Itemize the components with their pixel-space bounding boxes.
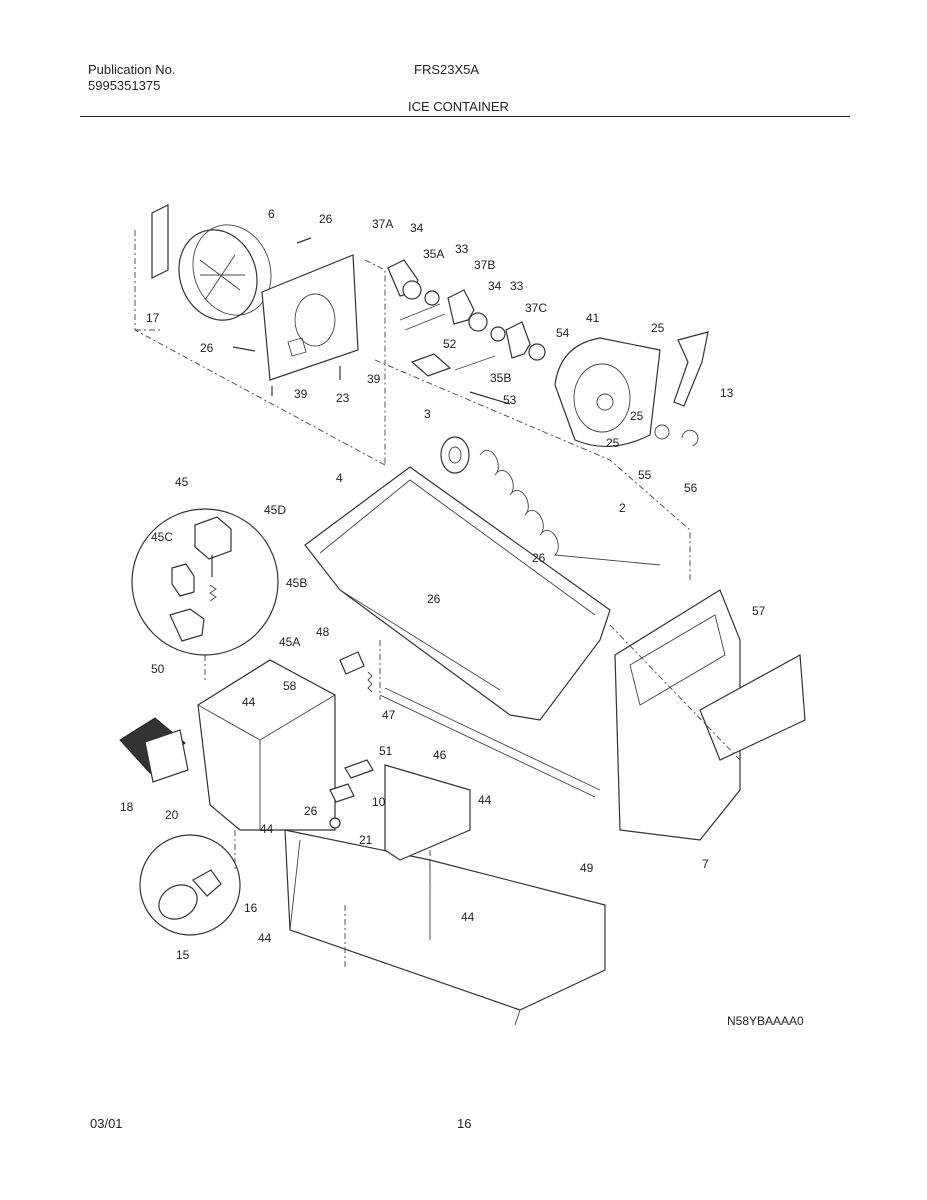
header-rule [80,116,850,117]
callout-25: 25 [606,436,620,450]
callout-25: 25 [630,409,644,423]
callout-45: 45 [175,475,189,489]
model-number: FRS23X5A [414,62,480,77]
callout-44: 44 [260,822,274,836]
callout-56: 56 [684,481,698,495]
callout-16: 16 [244,901,258,915]
callout-57: 57 [752,604,766,618]
callout-2: 2 [619,501,626,515]
callout-10: 10 [372,795,386,809]
callout-26: 26 [200,341,214,355]
callout-44: 44 [242,695,256,709]
diagram-code: N58YBAAAA0 [727,1014,804,1028]
callout-48: 48 [316,625,330,639]
callout-37c: 37C [525,301,547,315]
callout-45d: 45D [264,503,286,517]
callout-18: 18 [120,800,134,814]
callout-20: 20 [165,808,179,822]
callout-44: 44 [258,931,272,945]
callout-39: 39 [367,372,381,386]
callout-labels: 6 26 37A 34 35A 33 37B 34 33 37C 41 25 1… [120,207,804,1028]
callout-45c: 45C [151,530,173,544]
callout-41: 41 [586,311,600,325]
callout-37a: 37A [372,217,393,231]
callout-45a: 45A [279,635,300,649]
callout-35b: 35B [490,371,511,385]
callout-26: 26 [319,212,333,226]
publication-label: Publication No. [88,62,176,77]
callout-53: 53 [503,393,517,407]
callout-7: 7 [702,857,709,871]
callout-17: 17 [146,311,160,325]
callout-33: 33 [455,242,469,256]
callout-3: 3 [424,407,431,421]
callout-55: 55 [638,468,652,482]
callout-44: 44 [478,793,492,807]
callout-50: 50 [151,662,165,676]
callout-23: 23 [336,391,350,405]
callout-52: 52 [443,337,457,351]
footer-page-number: 16 [457,1116,472,1131]
callout-26: 26 [304,804,318,818]
callout-47: 47 [382,708,396,722]
callout-33: 33 [510,279,524,293]
callout-26: 26 [427,592,441,606]
diagram-artwork [119,204,806,1026]
callout-13: 13 [720,386,734,400]
callout-15: 15 [176,948,190,962]
callout-6: 6 [268,207,275,221]
section-title: ICE CONTAINER [408,99,509,114]
callout-21: 21 [359,833,373,847]
callout-46: 46 [433,748,447,762]
callout-44: 44 [461,910,475,924]
callout-58: 58 [283,679,297,693]
callout-37b: 37B [474,258,495,272]
callout-25: 25 [651,321,665,335]
callout-54: 54 [556,326,570,340]
footer-date: 03/01 [90,1116,123,1131]
callout-34: 34 [488,279,502,293]
callout-34: 34 [410,221,424,235]
callout-4: 4 [336,471,343,485]
callout-35a: 35A [423,247,444,261]
callout-49: 49 [580,861,594,875]
callout-51: 51 [379,744,393,758]
callout-26: 26 [532,551,546,565]
publication-number: 5995351375 [88,78,161,93]
callout-45b: 45B [286,576,307,590]
callout-39: 39 [294,387,308,401]
